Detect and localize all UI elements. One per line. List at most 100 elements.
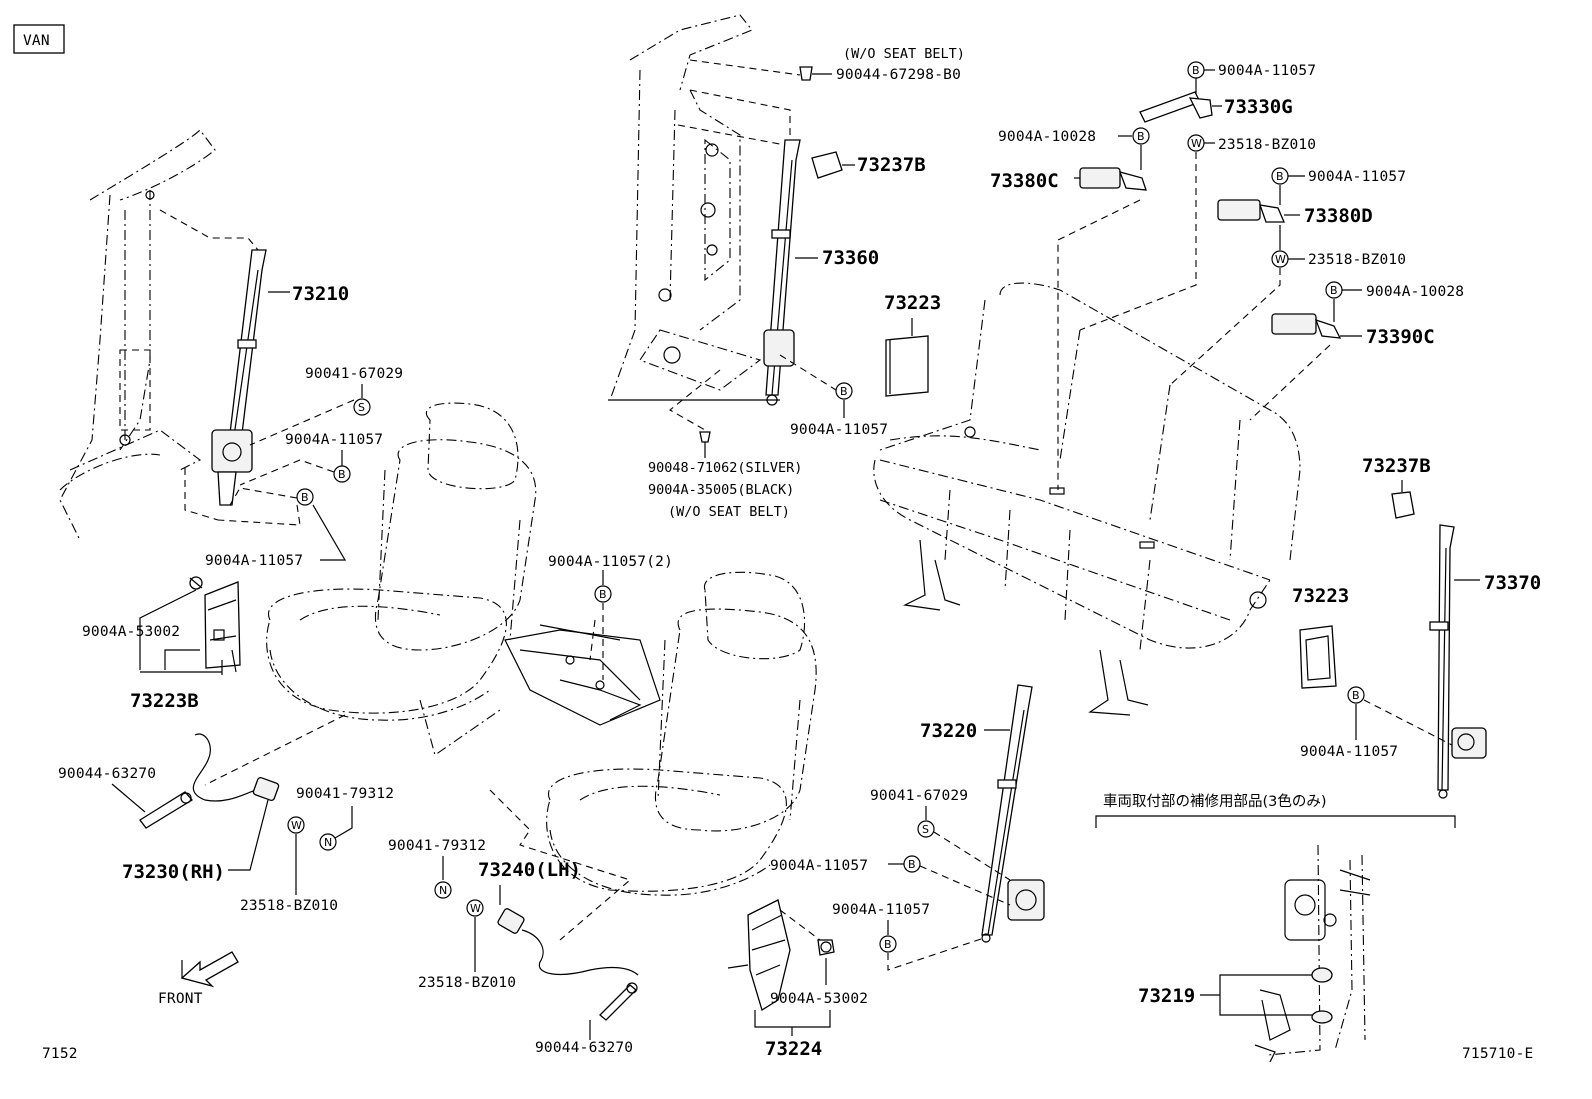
leader-73210-top: [159, 209, 259, 251]
label-9004A-11057-f: 9004A-11057: [1300, 744, 1398, 760]
front-seat-center: [546, 571, 817, 896]
svg-text:B: B: [1276, 170, 1284, 183]
svg-text:S: S: [922, 823, 929, 836]
label-90041-79312-b: 90041-79312: [388, 838, 486, 854]
label-9004A-11057-g: 9004A-11057: [770, 858, 868, 874]
floor-rail-center: [504, 624, 661, 726]
svg-text:N: N: [439, 884, 447, 897]
label-73240-lh: 73240(LH): [478, 859, 581, 881]
bubble-B-b: B: [296, 488, 314, 506]
svg-text:B: B: [301, 491, 309, 504]
plug-90044-67298: [799, 66, 813, 81]
cover-73223B: [189, 576, 241, 675]
variant-box: [13, 24, 65, 54]
bubble-B-h: B: [1325, 281, 1343, 299]
bubble-B-d: B: [835, 382, 853, 400]
svg-text:B: B: [1352, 689, 1360, 702]
bubble-B-j: B: [903, 855, 921, 873]
svg-text:W: W: [1275, 253, 1286, 266]
note-wo-seat-belt-top: (W/O SEAT BELT): [843, 46, 965, 62]
buckle-73390C: [1271, 313, 1342, 339]
svg-text:B: B: [908, 858, 916, 871]
label-73220: 73220: [920, 720, 977, 742]
bubble-B-a: B: [333, 465, 351, 483]
label-90041-67029-b: 90041-67029: [870, 788, 968, 804]
note-wo-seat-belt-bottom: (W/O SEAT BELT): [668, 504, 790, 520]
buckle-73230-rh: [139, 733, 280, 829]
label-90048-71062-silver: 90048-71062(SILVER): [648, 460, 802, 476]
bubble-B-e: B: [1187, 61, 1205, 79]
svg-text:W: W: [1191, 137, 1202, 150]
cover-73224: [727, 899, 835, 1012]
label-73223B: 73223B: [130, 690, 199, 712]
label-73330G: 73330G: [1224, 96, 1293, 118]
bubble-W-b: W: [466, 899, 484, 917]
svg-text:B: B: [1330, 284, 1338, 297]
repair-note: 車両取付部の補修用部品(3色のみ): [1103, 793, 1327, 810]
plug-90048-71062: [699, 431, 711, 443]
bubble-B-k: B: [879, 935, 897, 953]
label-73370: 73370: [1484, 572, 1541, 594]
label-73390C: 73390C: [1366, 326, 1435, 348]
bubble-B-i: B: [1347, 686, 1365, 704]
label-9004A-53002-b: 9004A-53002: [770, 991, 868, 1007]
bubble-B-g: B: [1271, 167, 1289, 185]
label-90044-63270-b: 90044-63270: [535, 1040, 633, 1056]
label-9004A-10028-b: 9004A-10028: [1366, 284, 1464, 300]
buckle-73240-lh: [497, 908, 639, 1021]
label-90041-67029-a: 90041-67029: [305, 366, 403, 382]
svg-text:W: W: [291, 819, 302, 832]
label-9004A-11057-2: 9004A-11057(2): [548, 554, 673, 570]
label-23518-BZ010-b: 23518-BZ010: [418, 975, 516, 991]
rear-bench-seat: [873, 282, 1301, 651]
inset-pillar-73219: [1254, 844, 1371, 1063]
bubble-W-a: W: [287, 816, 305, 834]
buckle-73380D: [1217, 199, 1285, 223]
label-9004A-11057-h: 9004A-11057: [832, 902, 930, 918]
cover-73237B-top: [811, 151, 843, 179]
cover-73237B-right: [1391, 491, 1415, 519]
bubble-N-b: N: [434, 881, 452, 899]
label-23518-BZ010-a: 23518-BZ010: [240, 898, 338, 914]
retractor-belt-73370: [1429, 524, 1487, 799]
svg-text:B: B: [1192, 64, 1200, 77]
label-9004A-11057-c: 9004A-11057: [790, 422, 888, 438]
buckle-73380C: [1079, 167, 1147, 191]
label-73223-mid: 73223: [884, 292, 941, 314]
svg-text:B: B: [599, 588, 607, 601]
label-73210: 73210: [292, 283, 349, 305]
label-73380C: 73380C: [990, 170, 1059, 192]
bubble-S-b: S: [917, 820, 935, 838]
label-73219: 73219: [1138, 985, 1195, 1007]
bubble-W-c: W: [1187, 134, 1205, 152]
leader-73210-bottom: [184, 468, 219, 521]
svg-text:N: N: [324, 836, 332, 849]
label-9004A-35005-black: 9004A-35005(BLACK): [648, 482, 794, 498]
label-73360: 73360: [822, 247, 879, 269]
retractor-belt-73220: [981, 684, 1045, 943]
variant-label: VAN: [23, 33, 50, 49]
bubble-B-c: B: [594, 585, 612, 603]
label-73380D: 73380D: [1304, 205, 1373, 227]
label-9004A-11057-d: 9004A-11057: [1218, 63, 1316, 79]
figure-id: 715710-E: [1462, 1046, 1533, 1062]
label-9004A-11057-e: 9004A-11057: [1308, 169, 1406, 185]
retractor-belt-73360: [763, 139, 801, 406]
svg-text:W: W: [470, 902, 481, 915]
label-73230-rh: 73230(RH): [122, 861, 225, 883]
center-pillar-body: [608, 14, 780, 401]
cover-73223-mid: [885, 335, 929, 397]
buckle-73330G: [1139, 91, 1213, 123]
bubble-S-a: S: [353, 398, 371, 416]
svg-text:B: B: [338, 468, 346, 481]
bubble-B-f: B: [1132, 127, 1150, 145]
svg-text:S: S: [358, 401, 365, 414]
label-73237B-top: 73237B: [857, 154, 926, 176]
label-90044-63270-a: 90044-63270: [58, 766, 156, 782]
label-90041-79312-a: 90041-79312: [296, 786, 394, 802]
left-pillar-body: [59, 129, 216, 541]
retractor-belt-73210: [211, 249, 267, 506]
label-90044-67298-B0: 90044-67298-B0: [836, 67, 961, 83]
